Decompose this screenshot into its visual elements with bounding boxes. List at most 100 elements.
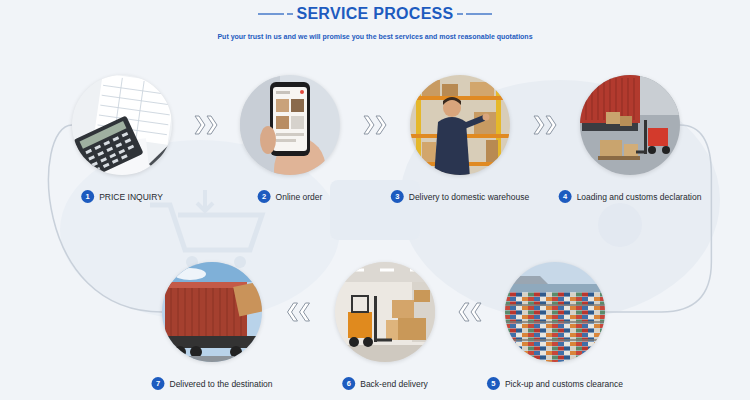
- step-circle: 4Loading and customs declaration: [580, 75, 680, 175]
- title-dashes-part: [287, 13, 293, 14]
- order-photo-part: [291, 99, 304, 112]
- chevron-arrow: [364, 116, 374, 134]
- backend-photo-part: [398, 318, 426, 340]
- warehouse-photo-part: [442, 84, 458, 96]
- port-photo-part: [505, 305, 605, 340]
- port-photo-part: [505, 292, 605, 362]
- port-photo-part: [505, 284, 605, 292]
- warehouse-photo-part: [486, 140, 498, 162]
- title-dashes-part: [466, 13, 492, 14]
- chevron-arrow: [546, 116, 556, 134]
- step-circle: 2Online order: [240, 75, 340, 175]
- step-label: 6Back-end delivery: [342, 376, 428, 391]
- port-photo: [505, 262, 605, 362]
- step-label: 3 Delivery to domestic warehouse: [391, 189, 529, 204]
- destination-photo-part: [162, 336, 262, 348]
- chevron-arrow: [300, 303, 310, 321]
- backend-photo: [335, 262, 435, 362]
- backend-photo-part: [376, 339, 392, 342]
- step-name: Online order: [276, 192, 323, 202]
- connector-arc: [605, 125, 711, 312]
- step-label: 5Pick-up and customs clearance: [487, 376, 623, 391]
- warehouse-photo-part: [422, 142, 436, 162]
- destination-photo-part: [174, 346, 186, 358]
- callout-number: 6: [342, 377, 355, 390]
- order-photo-part: [270, 82, 310, 156]
- loading-photo-part: [624, 144, 638, 156]
- order-photo: [240, 75, 340, 202]
- step-label: 4 Loading and customs declaration: [559, 189, 702, 204]
- loading-photo-part: [640, 75, 680, 115]
- port-photo-part: [512, 276, 548, 284]
- step-name: Pick-up and customs clearance: [505, 379, 623, 389]
- warehouse-photo-part: [483, 114, 490, 121]
- step-circle: 6Back-end delivery: [335, 262, 435, 362]
- callout-number: 3: [391, 190, 404, 203]
- chevron-arrow: [534, 116, 544, 134]
- flow-connector: [459, 303, 481, 321]
- backend-photo-part: [414, 290, 430, 302]
- destination-photo-part: [162, 356, 262, 362]
- loading-photo-part: [600, 140, 622, 156]
- destination-photo-part: [233, 282, 265, 317]
- watermark-part: [330, 180, 420, 240]
- loading-photo-part: [606, 112, 620, 124]
- chevron-arrow: [207, 116, 217, 134]
- title-box: SERVICE PROCESS: [0, 4, 750, 24]
- flow-connector: [288, 303, 310, 321]
- step-name: Delivery to domestic warehouse: [409, 192, 529, 202]
- warehouse-photo-part: [422, 80, 440, 96]
- flow-connector: [49, 125, 162, 312]
- flow-connector: [605, 125, 711, 312]
- price-photo-part: [73, 115, 143, 178]
- loading-photo-part: [580, 75, 680, 175]
- warehouse-photo-part: [410, 96, 510, 100]
- order-photo-part: [291, 116, 304, 129]
- destination-photo-part: [174, 268, 206, 280]
- chevron-arrow: [195, 116, 205, 134]
- step-circle: 7Delivered to the destination: [162, 262, 262, 362]
- order-photo-part: [276, 99, 289, 112]
- loading-photo-part: [644, 120, 647, 154]
- loading-photo-part: [648, 146, 656, 154]
- callout-number: 1: [81, 190, 94, 203]
- price-photo-part-part: [73, 115, 143, 178]
- step-label: 2Online order: [258, 189, 323, 204]
- backend-photo-part: [335, 262, 435, 362]
- warehouse-photo-part: [470, 82, 494, 96]
- order-photo-part: [260, 126, 276, 154]
- watermark-part: [598, 203, 642, 247]
- title-dashes-part: [258, 13, 284, 14]
- step-name: PRICE INQUIRY: [99, 192, 163, 202]
- backend-photo-part: [348, 312, 372, 338]
- loading-photo-part: [636, 151, 646, 154]
- order-photo-part: [273, 87, 307, 151]
- step-label: 1 PRICE INQUIRY: [81, 189, 163, 204]
- flow-connector: [534, 116, 556, 134]
- loading-photo-part: [598, 156, 640, 160]
- order-photo-part: [276, 91, 290, 94]
- chevron-arrow: [376, 116, 386, 134]
- loading-photo-part: [620, 116, 632, 126]
- callout-number: 4: [559, 190, 572, 203]
- backend-photo-part: [335, 345, 435, 362]
- port-photo-part: [505, 262, 605, 362]
- backend-photo-part: [349, 337, 359, 347]
- chevron-arrow: [288, 303, 298, 321]
- watermark-part: [234, 256, 246, 268]
- destination-photo-part: [171, 288, 241, 336]
- chevron-arrow: [459, 303, 469, 321]
- price-photo: [72, 73, 176, 180]
- connector-arc: [49, 125, 162, 312]
- order-photo-part: [276, 133, 304, 136]
- callout-number: 7: [151, 377, 164, 390]
- step-circle: 3Delivery to domestic warehouse: [410, 75, 510, 175]
- flow-connector: [364, 116, 386, 134]
- order-photo-part: [300, 90, 304, 94]
- step-name: Loading and customs declaration: [577, 192, 702, 202]
- step-circle: 5Pick-up and customs clearance: [505, 262, 605, 362]
- warehouse-photo-part: [496, 75, 501, 175]
